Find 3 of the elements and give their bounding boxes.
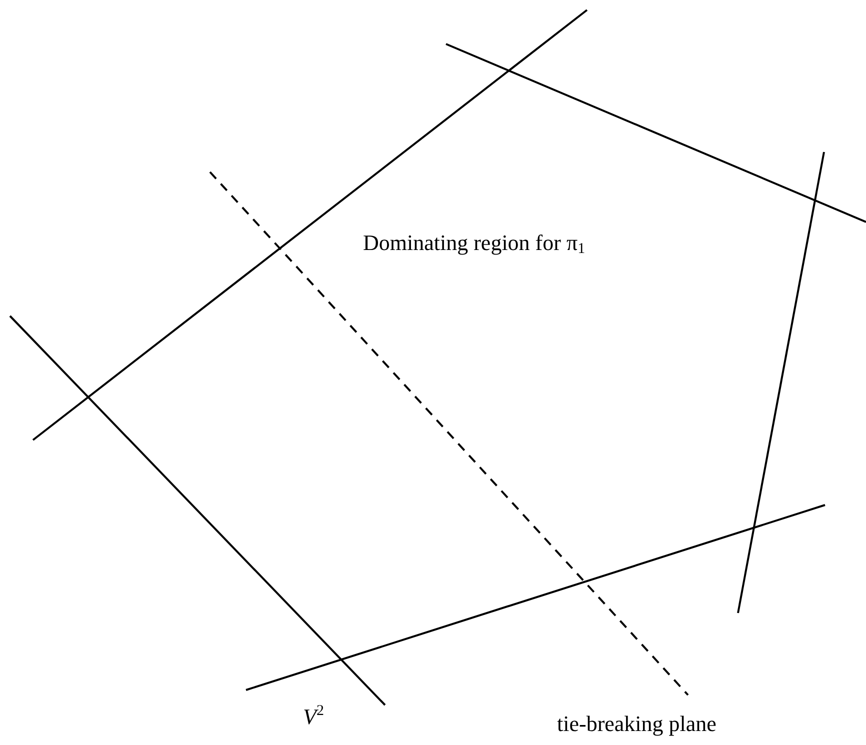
- region-label: tie-breaking plane: [557, 713, 716, 735]
- region-label: Dominating region for π$_{1}$: [363, 232, 586, 257]
- region-label: V$^{2}$: [303, 704, 324, 728]
